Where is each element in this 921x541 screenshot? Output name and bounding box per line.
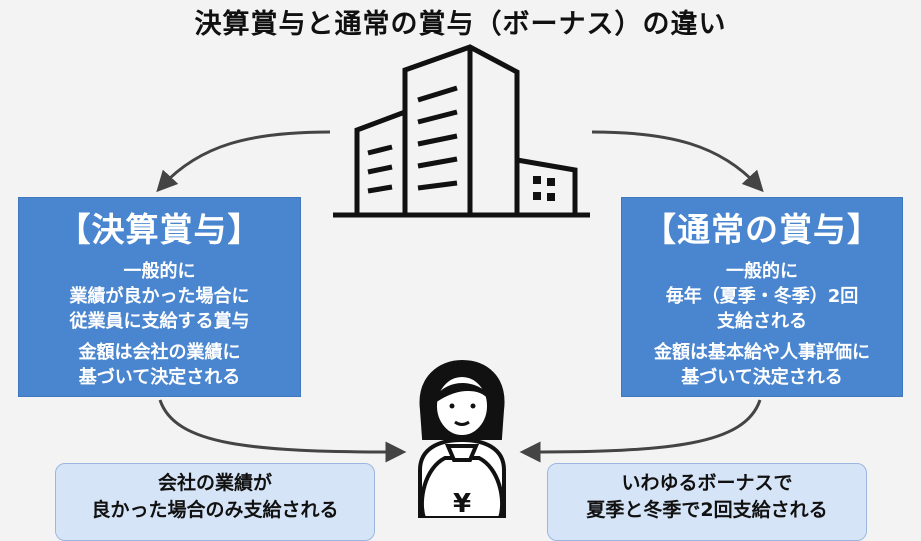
settlement-bonus-line: 基づいて決定される [78, 367, 241, 388]
regular-bonus-box: 【通常の賞与】 一般的に 毎年（夏季・冬季）2回 支給される 金額は基本給や人事… [621, 197, 903, 397]
settlement-bonus-line: 一般的に [123, 261, 196, 282]
page-title: 決算賞与と通常の賞与（ボーナス）の違い [194, 9, 727, 40]
regular-bonus-note: いわゆるボーナスで 夏季と冬季で2回支給される [547, 463, 867, 541]
settlement-bonus-heading: 【決算賞与】 [57, 210, 262, 249]
settlement-bonus-line: 業績が良かった場合に [69, 286, 250, 307]
building-icon [333, 44, 590, 218]
regular-bonus-line: 一般的に [726, 261, 798, 282]
arrow-icon [591, 130, 764, 193]
regular-bonus-line: 支給される [717, 311, 807, 332]
regular-bonus-note-line: 夏季と冬季で2回支給される [586, 499, 828, 521]
regular-bonus-heading: 【通常の賞与】 [643, 210, 881, 249]
regular-bonus-line: 金額は基本給や人事評価に [654, 342, 870, 363]
settlement-bonus-box: 【決算賞与】 一般的に 業績が良かった場合に 従業員に支給する賞与 金額は会社の… [18, 197, 301, 397]
settlement-bonus-note-line: 会社の業績が [157, 472, 272, 494]
yen-bag-icon [419, 444, 505, 518]
arrow-icon [519, 399, 762, 463]
settlement-bonus-line: 従業員に支給する賞与 [69, 311, 250, 332]
arrow-icon [158, 399, 407, 463]
diagram-art: ¥ [156, 44, 764, 518]
yen-symbol: ¥ [453, 489, 471, 518]
regular-bonus-line: 毎年（夏季・冬季）2回 [665, 286, 859, 307]
settlement-bonus-note: 会社の業績が 良かった場合のみ支給される [55, 463, 375, 541]
regular-bonus-line: 基づいて決定される [681, 367, 843, 388]
arrow-icon [156, 130, 331, 193]
regular-bonus-note-line: いわゆるボーナスで [621, 472, 793, 494]
settlement-bonus-note-line: 良かった場合のみ支給される [91, 499, 339, 521]
building-windows-icon [533, 176, 555, 201]
settlement-bonus-line: 金額は会社の業績に [78, 342, 241, 363]
